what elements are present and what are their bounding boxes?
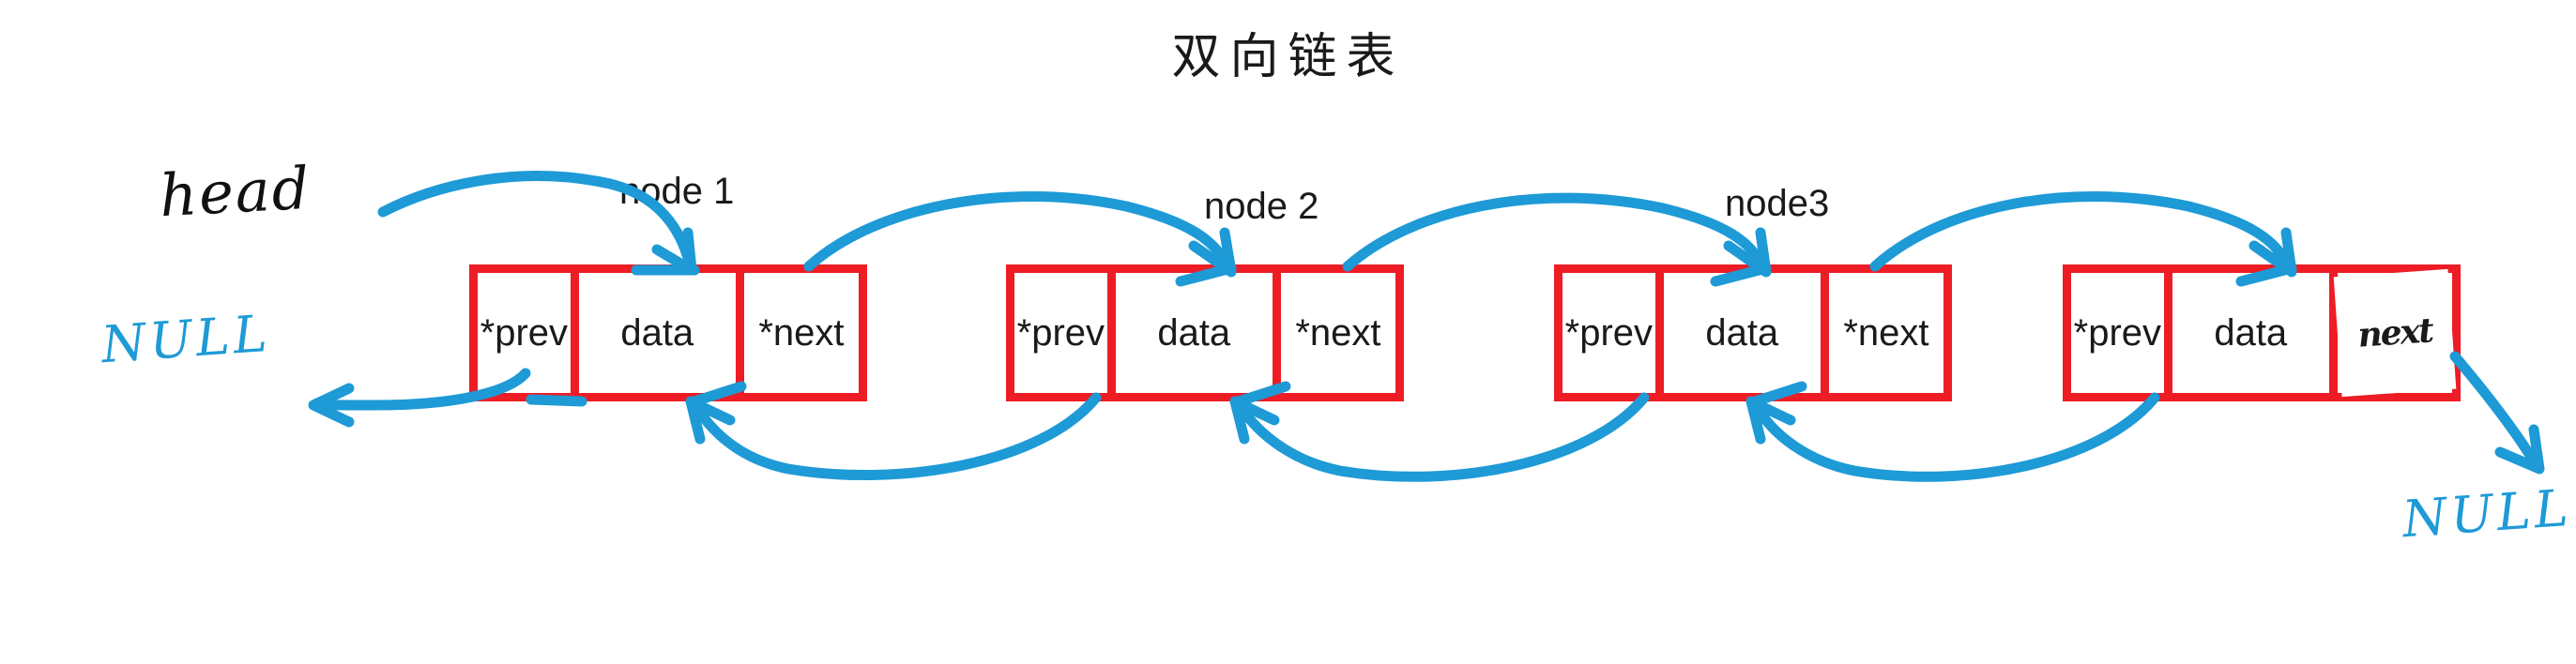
node-2-data-cell: data bbox=[1115, 273, 1281, 393]
node-3-next-cell: *next bbox=[1828, 273, 1943, 393]
node-3-prev-cell: *prev bbox=[1562, 273, 1664, 393]
page-title: 双向链表 bbox=[1171, 29, 1405, 85]
list-node-2: *prev data *next bbox=[1006, 264, 1404, 401]
node-1-next-cell: *next bbox=[743, 273, 859, 393]
arrow-node4-next-to-null bbox=[2449, 351, 2545, 475]
node-4-data-cell: data bbox=[2172, 273, 2338, 393]
node-4-prev-cell: *prev bbox=[2071, 273, 2172, 393]
list-node-1: *prev data *next bbox=[469, 264, 867, 401]
node-label-1: node 1 bbox=[619, 171, 735, 212]
null-right-annotation: NULL bbox=[2401, 477, 2574, 550]
node-1-data-cell: data bbox=[578, 273, 744, 393]
node-3-data-cell: data bbox=[1663, 273, 1829, 393]
node-2-next-cell: *next bbox=[1280, 273, 1395, 393]
list-node-4: *prev data next bbox=[2063, 264, 2461, 401]
node-2-prev-cell: *prev bbox=[1014, 273, 1116, 393]
null-left-annotation: NULL bbox=[99, 303, 273, 375]
list-node-3: *prev data *next bbox=[1554, 264, 1952, 401]
head-annotation: head bbox=[158, 153, 313, 231]
node-label-2: node 2 bbox=[1204, 186, 1319, 227]
node-1-prev-cell: *prev bbox=[478, 273, 579, 393]
node-4-next-cell: next bbox=[2333, 268, 2457, 398]
node-label-3: node3 bbox=[1725, 183, 1830, 224]
